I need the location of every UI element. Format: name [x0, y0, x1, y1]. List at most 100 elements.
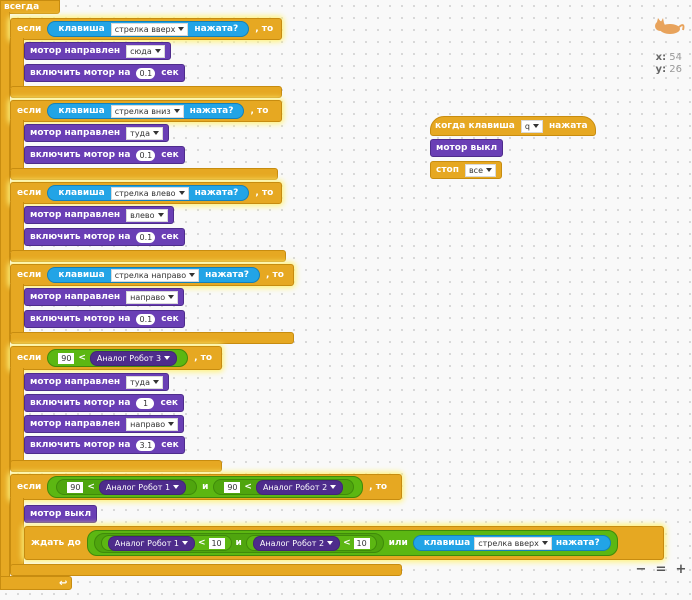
key-dropdown[interactable]: стрелка направо — [110, 268, 200, 282]
if-bottom — [10, 250, 286, 262]
motor-off-block[interactable]: мотор выкл — [430, 139, 504, 157]
key-pressed-left[interactable]: клавиша стрелка влево нажата? — [47, 185, 250, 201]
or-block[interactable]: Аналог Робот 1 < 10 и Аналог Робот 2 < 1… — [86, 530, 618, 556]
key-pressed-up[interactable]: клавиша стрелка вверх нажата? — [412, 535, 611, 551]
sensor-reporter[interactable]: Аналог Робот 2 — [252, 535, 341, 551]
sensor-reporter[interactable]: Аналог Робот 1 — [98, 479, 187, 495]
direction-dropdown[interactable]: влево — [126, 208, 168, 222]
direction-dropdown[interactable]: направо — [126, 290, 179, 304]
loop-arrow-icon: ↩ — [59, 577, 68, 589]
zoom-out-icon[interactable]: − — [635, 561, 647, 577]
key-dropdown[interactable]: стрелка вниз — [110, 104, 184, 118]
if-arm — [10, 284, 24, 334]
value-input[interactable]: 90 — [58, 352, 75, 364]
less-than-block[interactable]: 90 < Аналог Робот 2 — [213, 479, 355, 495]
motor-direction-block[interactable]: мотор направлен влево — [24, 206, 174, 224]
less-than-block[interactable]: 90 < Аналог Робот 3 — [47, 349, 189, 367]
chevron-down-icon — [168, 422, 175, 426]
chevron-down-icon — [189, 273, 196, 277]
zoom-reset-icon[interactable]: = — [655, 561, 667, 577]
duration-input[interactable]: 1 — [136, 397, 155, 409]
if-block-up[interactable]: если клавиша стрелка вверх нажата? , то — [10, 18, 282, 40]
chevron-down-icon — [152, 380, 159, 384]
duration-input[interactable]: 3.1 — [136, 439, 156, 451]
chevron-down-icon — [541, 541, 548, 545]
if-arm — [10, 368, 24, 464]
direction-dropdown[interactable]: туда — [126, 126, 163, 140]
zoom-controls: − = + — [634, 561, 688, 577]
duration-input[interactable]: 0.1 — [136, 67, 156, 79]
value-input[interactable]: 90 — [224, 481, 241, 493]
key-pressed-down[interactable]: клавиша стрелка вниз нажата? — [47, 103, 245, 119]
forever-block[interactable]: всегда — [0, 0, 60, 14]
and-block[interactable]: 90 < Аналог Робот 1 и 90 < Аналог Робот … — [47, 476, 364, 498]
chevron-down-icon — [182, 541, 188, 545]
forever-arm — [0, 12, 10, 578]
duration-input[interactable]: 0.1 — [136, 231, 156, 243]
motor-on-block[interactable]: включить мотор на 0.1 сек — [24, 146, 185, 164]
direction-dropdown[interactable]: направо — [126, 417, 179, 431]
zoom-in-icon[interactable]: + — [675, 561, 687, 577]
chevron-down-icon — [168, 295, 175, 299]
less-than-block[interactable]: Аналог Робот 2 < 10 — [245, 535, 377, 551]
motor-on-block[interactable]: включить мотор на 0.1 сек — [24, 64, 185, 82]
motor-direction-block[interactable]: мотор направлен туда — [24, 124, 169, 142]
chevron-down-icon — [327, 541, 334, 545]
key-dropdown[interactable]: стрелка влево — [110, 186, 189, 200]
value-input[interactable]: 10 — [353, 537, 370, 549]
motor-on-block[interactable]: включить мотор на 0.1 сек — [24, 310, 185, 328]
if-bottom — [10, 460, 222, 472]
if-arm — [10, 120, 24, 170]
value-input[interactable]: 10 — [208, 537, 225, 549]
if-arm — [10, 202, 24, 252]
key-dropdown[interactable]: q — [520, 119, 543, 133]
sensor-reporter[interactable]: Аналог Робот 3 — [89, 350, 178, 366]
less-than-block[interactable]: Аналог Робот 1 < 10 — [100, 535, 232, 551]
chevron-down-icon — [152, 131, 159, 135]
forever-bottom: ↩ — [0, 576, 72, 590]
if-block-sensor3[interactable]: если 90 < Аналог Робот 3 , то — [10, 346, 222, 370]
stop-dropdown[interactable]: все — [464, 163, 496, 177]
key-dropdown[interactable]: стрелка вверх — [474, 536, 552, 550]
direction-dropdown[interactable]: туда — [126, 375, 163, 389]
key-dropdown[interactable]: стрелка вверх — [110, 22, 189, 36]
if-bottom — [10, 332, 294, 344]
sensor-reporter[interactable]: Аналог Робот 2 — [255, 479, 344, 495]
when-key-pressed-hat[interactable]: когда клавиша q нажата — [430, 116, 596, 136]
value-input[interactable]: 90 — [67, 481, 84, 493]
and-block[interactable]: Аналог Робот 1 < 10 и Аналог Робот 2 < 1… — [93, 533, 384, 553]
if-block-down[interactable]: если клавиша стрелка вниз нажата? , то — [10, 100, 282, 122]
motor-on-block[interactable]: включить мотор на 3.1 сек — [24, 436, 185, 454]
motor-direction-block[interactable]: мотор направлен сюда — [24, 42, 171, 60]
chevron-down-icon — [178, 27, 185, 31]
if-arm — [10, 38, 24, 88]
stop-block[interactable]: стоп все — [430, 161, 502, 179]
motor-direction-block[interactable]: мотор направлен направо — [24, 288, 185, 306]
chevron-down-icon — [173, 485, 180, 489]
chevron-down-icon — [486, 168, 492, 172]
sprite-coordinates: x: 54 y: 26 — [655, 52, 682, 75]
sensor-reporter[interactable]: Аналог Робот 1 — [107, 535, 195, 551]
if-bottom — [10, 564, 402, 576]
key-pressed-up[interactable]: клавиша стрелка вверх нажата? — [47, 21, 250, 37]
direction-dropdown[interactable]: сюда — [126, 44, 165, 58]
if-block-left[interactable]: если клавиша стрелка влево нажата? , то — [10, 182, 282, 204]
motor-on-block[interactable]: включить мотор на 1 сек — [24, 394, 185, 412]
motor-off-block[interactable]: мотор выкл — [24, 505, 98, 523]
less-than-block[interactable]: 90 < Аналог Робот 1 — [56, 479, 198, 495]
chevron-down-icon — [157, 213, 164, 217]
wait-until-block[interactable]: ждать до Аналог Робот 1 < 10 и Аналог Ро… — [24, 526, 664, 560]
chevron-down-icon — [178, 191, 185, 195]
motor-on-block[interactable]: включить мотор на 0.1 сек — [24, 228, 185, 246]
motor-direction-block[interactable]: мотор направлен направо — [24, 415, 185, 433]
duration-input[interactable]: 0.1 — [136, 149, 156, 161]
key-pressed-right[interactable]: клавиша стрелка направо нажата? — [47, 267, 260, 283]
if-block-sensors12[interactable]: если 90 < Аналог Робот 1 и 90 < Аналог Р… — [10, 474, 402, 500]
motor-direction-block[interactable]: мотор направлен туда — [24, 373, 169, 391]
chevron-down-icon — [173, 109, 180, 113]
chevron-down-icon — [154, 49, 161, 53]
forever-label: всегда — [4, 2, 40, 12]
chevron-down-icon — [164, 356, 171, 360]
if-block-right[interactable]: если клавиша стрелка направо нажата? , т… — [10, 264, 294, 286]
duration-input[interactable]: 0.1 — [136, 313, 156, 325]
